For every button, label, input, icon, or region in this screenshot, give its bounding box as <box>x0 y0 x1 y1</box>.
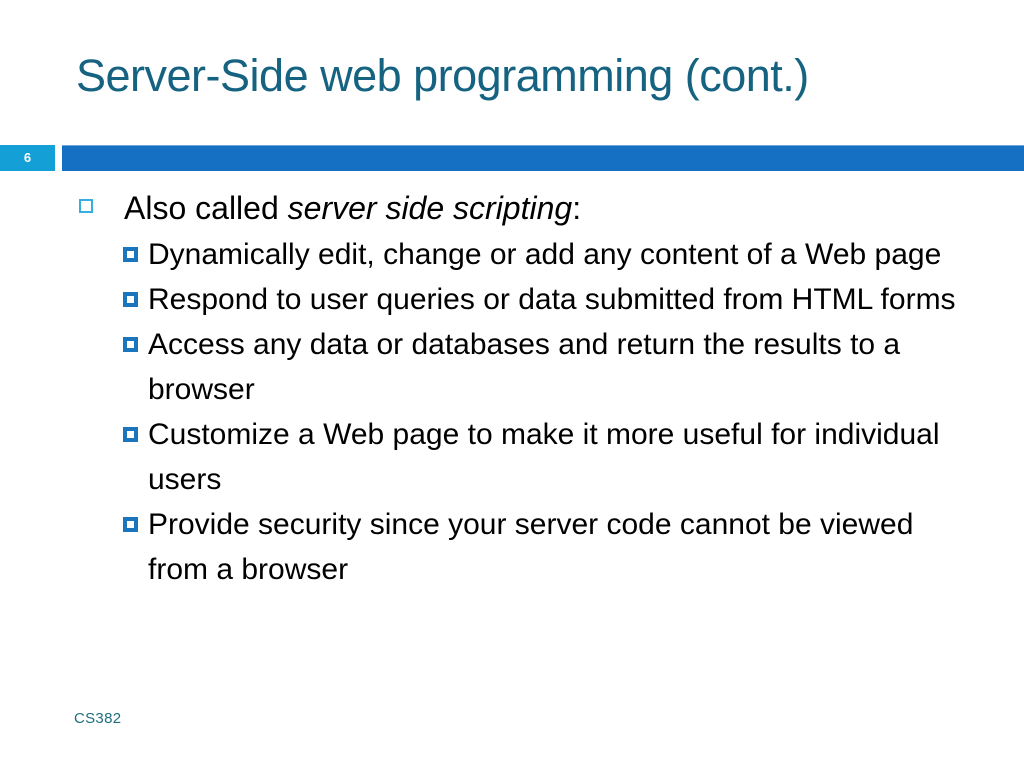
bullet-level2-text: Access any data or databases and return … <box>148 328 901 406</box>
bullet-level1-text-after: : <box>572 190 582 226</box>
hollow-square-bullet-icon <box>79 199 93 213</box>
filled-square-bullet-icon <box>123 517 138 532</box>
bullet-level2-text: Dynamically edit, change or add any cont… <box>148 238 942 271</box>
bullet-level2: Dynamically edit, change or add any cont… <box>0 232 1024 277</box>
band-bar-highlight <box>62 145 1024 146</box>
page-title: Server-Side web programming (cont.) <box>76 50 809 101</box>
header-band: 6 <box>0 145 1024 171</box>
bullet-level2: Customize a Web page to make it more use… <box>0 412 1024 502</box>
filled-square-bullet-icon <box>123 427 138 442</box>
filled-square-bullet-icon <box>123 337 138 352</box>
bullet-level1: Also called server side scripting: <box>0 186 1024 230</box>
slide-body: Also called server side scripting: Dynam… <box>0 186 1024 592</box>
filled-square-bullet-icon <box>123 292 138 307</box>
bullet-level2: Access any data or databases and return … <box>0 322 1024 412</box>
bullet-level1-text-before: Also called <box>124 190 288 226</box>
band-bar <box>62 146 1024 171</box>
bullet-level2: Provide security since your server code … <box>0 502 1024 592</box>
filled-square-bullet-icon <box>123 247 138 262</box>
bullet-level2-text: Respond to user queries or data submitte… <box>148 283 956 316</box>
bullet-level2-text: Customize a Web page to make it more use… <box>148 418 940 496</box>
bullet-level2-text: Provide security since your server code … <box>148 508 914 586</box>
slide-number-badge <box>0 145 55 171</box>
slide-number-label: 6 <box>23 150 32 165</box>
footer-course-code: CS382 <box>74 710 122 727</box>
bullet-level1-emphasis: server side scripting <box>287 190 573 226</box>
bullet-level2: Respond to user queries or data submitte… <box>0 277 1024 322</box>
